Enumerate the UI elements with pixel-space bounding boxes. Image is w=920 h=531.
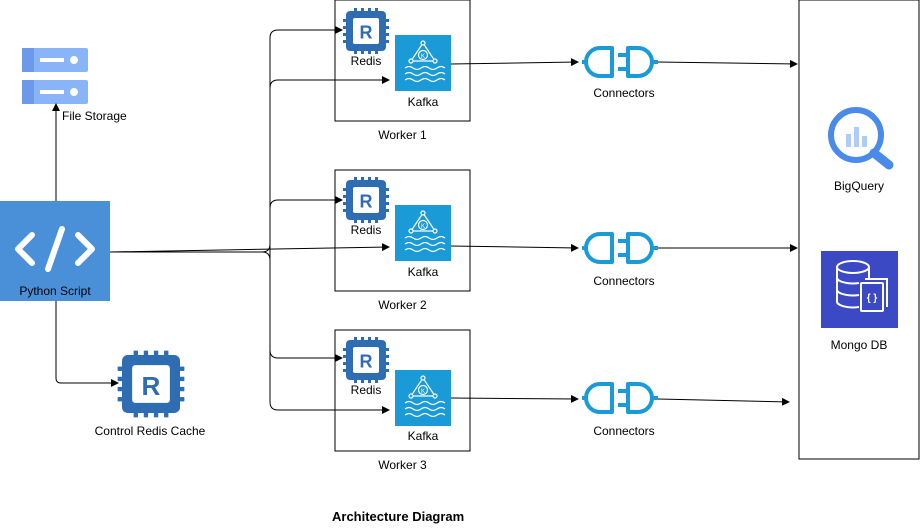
file-storage-label: File Storage xyxy=(62,109,127,123)
connector-2-icon xyxy=(580,232,660,264)
edge-w1-kafka-to-connector xyxy=(450,58,579,67)
worker-3-box xyxy=(334,329,471,452)
worker-1-redis-icon xyxy=(343,8,389,54)
worker-1-box xyxy=(334,0,471,122)
worker-1-kafka-label: Kafka xyxy=(407,95,439,109)
edge-to-w3-kafka xyxy=(269,252,390,414)
worker-2-label: Worker 2 xyxy=(378,298,427,312)
edge-connector-3-to-sinks xyxy=(657,397,790,406)
connector-1-icon xyxy=(580,46,660,78)
worker-1-label: Worker 1 xyxy=(378,128,427,142)
mongodb-icon: { } xyxy=(821,251,898,328)
edge-to-w2-kafka xyxy=(109,243,390,253)
storage-server-icon xyxy=(22,48,88,104)
diagram-title: Architecture Diagram xyxy=(332,509,465,524)
bigquery-label: BigQuery xyxy=(833,179,885,193)
worker-3-redis-label: Redis xyxy=(350,383,382,397)
worker-1-kafka-icon xyxy=(394,34,452,92)
connector-3-icon xyxy=(580,382,660,414)
worker-2-redis-icon xyxy=(343,177,389,223)
mongodb-label: Mongo DB xyxy=(830,338,888,352)
worker-3-label: Worker 3 xyxy=(378,458,427,472)
edge-to-w3-redis xyxy=(261,251,343,362)
connector-2-label: Connectors xyxy=(593,274,655,288)
control-redis-cache-icon xyxy=(117,350,185,418)
sink-container xyxy=(798,0,920,460)
worker-3-redis-icon xyxy=(343,337,389,383)
connector-1-label: Connectors xyxy=(593,86,655,100)
python-script-label: Python Script xyxy=(19,284,91,298)
worker-2-redis-label: Redis xyxy=(350,223,382,237)
edge-to-w2-redis xyxy=(269,196,343,252)
edge-w3-kafka-to-connector xyxy=(450,394,579,403)
worker-1-redis-label: Redis xyxy=(350,54,382,68)
edge-w2-kafka-to-connector xyxy=(450,243,579,252)
svg-text:{ }: { } xyxy=(867,293,878,304)
worker-3-kafka-label: Kafka xyxy=(407,429,439,443)
bigquery-icon xyxy=(828,107,894,170)
edges xyxy=(52,26,798,414)
edge-to-w1-kafka xyxy=(269,76,390,252)
edge-connector-1-to-sinks xyxy=(657,59,798,68)
edge-to-w1-redis xyxy=(269,26,343,252)
connector-3-label: Connectors xyxy=(593,424,655,438)
control-cache-label: Control Redis Cache xyxy=(94,424,206,438)
worker-3-kafka-icon xyxy=(394,369,452,427)
code-icon xyxy=(0,201,110,301)
edge-python-to-control-cache xyxy=(55,301,119,387)
worker-2-kafka-label: Kafka xyxy=(407,265,439,279)
worker-2-kafka-icon xyxy=(394,204,452,262)
worker-2-box xyxy=(334,169,471,292)
